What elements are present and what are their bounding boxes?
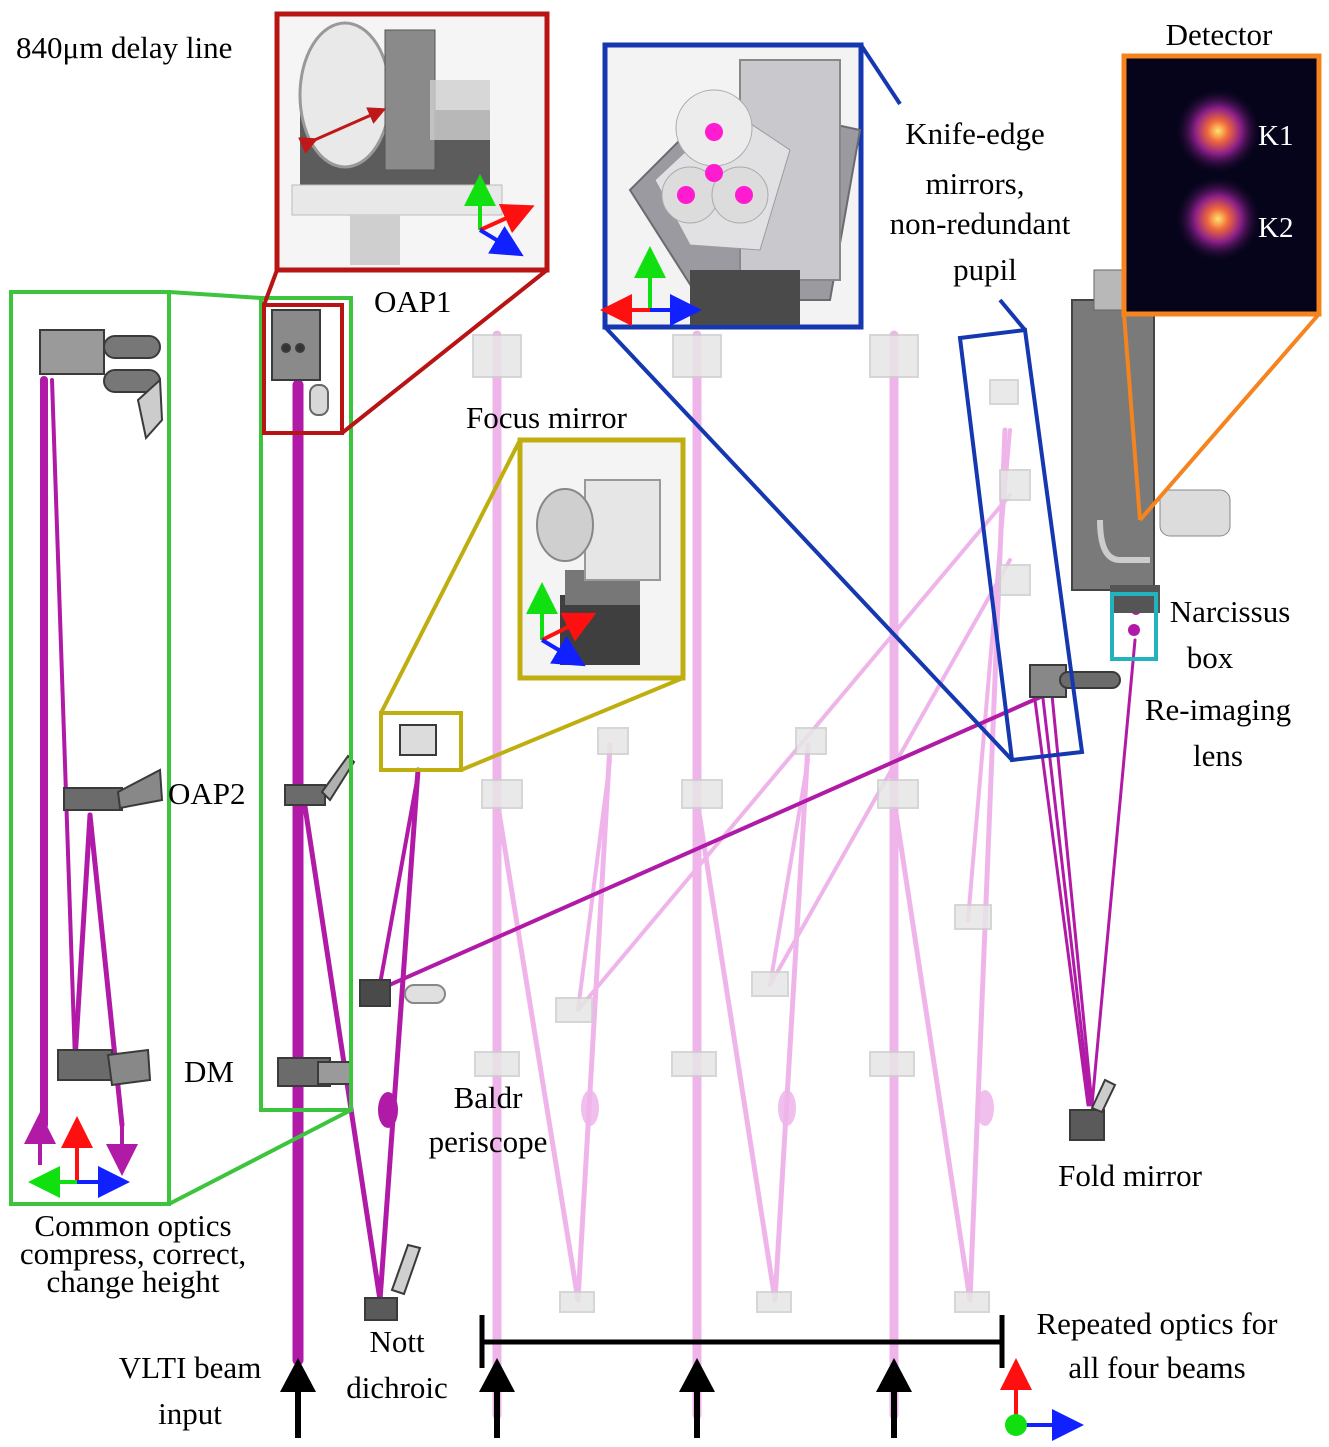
nott-label-line2: dichroic (346, 1370, 448, 1405)
faded-mirror-mounts (472, 334, 1031, 1313)
common-optics-axes (24, 1112, 138, 1198)
input-arrows (280, 1358, 912, 1438)
detector-label: Detector (1166, 17, 1273, 52)
repeated-optics-label-line2: all four beams (1068, 1350, 1245, 1385)
k2-label: K2 (1258, 212, 1293, 244)
k1-label: K1 (1258, 120, 1293, 152)
knife-edge-label-line4: pupil (953, 252, 1017, 287)
nott-label-line1: Nott (369, 1324, 425, 1359)
repeated-optics-bracket (479, 1315, 1005, 1368)
common-optics-label-line1: Common optics (34, 1208, 231, 1243)
delay-line-label: 840μm delay line (16, 30, 232, 65)
focus-mirror-olive-box (379, 711, 463, 772)
active-beam-path (40, 376, 1137, 1366)
repeated-optics-label-line1: Repeated optics for (1036, 1306, 1278, 1341)
vlti-label-line2: input (158, 1396, 222, 1431)
oap1-red-box (262, 303, 344, 435)
faded-repeated-beams (492, 330, 1012, 1420)
reimaging-label-line2: lens (1193, 738, 1243, 773)
fold-mirror-label: Fold mirror (1058, 1158, 1202, 1193)
narcissus-label-line2: box (1187, 640, 1234, 675)
xyz-axes-icon (600, 246, 702, 326)
active-mirror-mounts (39, 309, 1141, 1321)
common-optics-label-line3: change height (46, 1264, 219, 1299)
main-line-green-box (259, 296, 353, 1112)
knife-edge-mount (628, 59, 862, 325)
dm-label: DM (184, 1054, 234, 1089)
focus-mirror-label: Focus mirror (466, 400, 628, 435)
baldr-label-line2: periscope (429, 1124, 548, 1159)
xyz-axes-icon (464, 174, 535, 257)
narcissus-label-line1: Narcissus (1170, 594, 1291, 629)
reimaging-label-line1: Re-imaging (1145, 692, 1291, 727)
oap1-label: OAP1 (374, 284, 452, 319)
delay-line-stage (291, 21, 503, 265)
oap2-label: OAP2 (168, 776, 246, 811)
common-optics-box (9, 290, 171, 1206)
xyz-axes-icon (526, 582, 597, 667)
baldr-periscope-lens (378, 1092, 398, 1128)
knife-edge-label-line1: Knife-edge (905, 116, 1044, 151)
narcissus-box (1110, 592, 1158, 661)
camera-body (1071, 269, 1231, 613)
vlti-label-line1: VLTI beam (119, 1350, 262, 1385)
baldr-label-line1: Baldr (454, 1080, 524, 1115)
knife-edge-label-line3: non-redundant (890, 206, 1071, 241)
psf-spot-icon (1176, 89, 1260, 261)
common-optics-label-line2: compress, correct, (20, 1236, 246, 1271)
knife-edge-blue-box (957, 327, 1085, 763)
knife-edge-label-line2: mirrors, (925, 166, 1024, 201)
global-axes (1000, 1358, 1084, 1441)
